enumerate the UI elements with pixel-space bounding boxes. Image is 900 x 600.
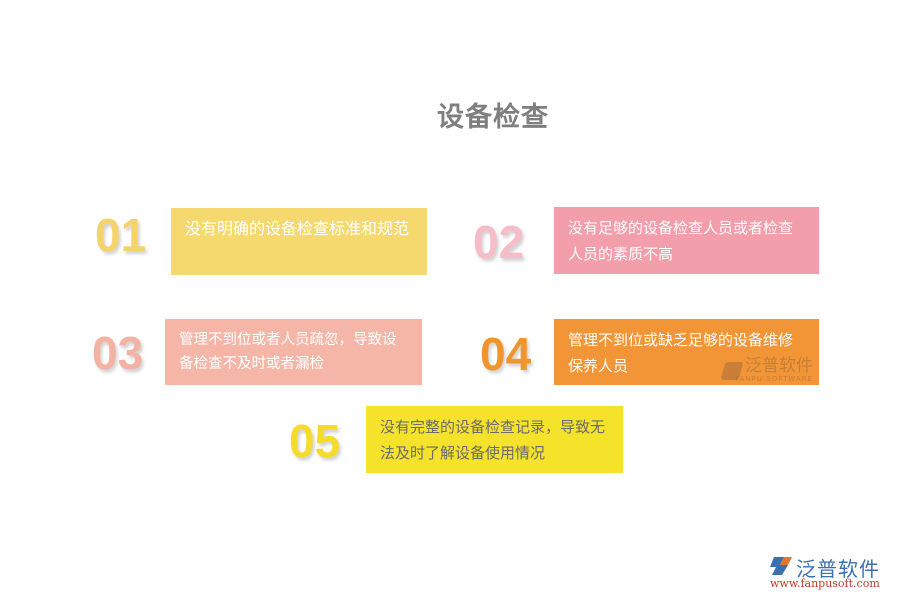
item-box-02: 没有足够的设备检查人员或者检查人员的素质不高: [554, 207, 819, 274]
brand-name: 泛普软件: [796, 557, 880, 581]
item-text-01: 没有明确的设备检查标准和规范: [185, 219, 410, 238]
brand-url: www.fanpusoft.com: [770, 577, 880, 590]
brand-logo-icon: [770, 557, 792, 575]
page-title: 设备检查: [437, 102, 549, 133]
item-number-04: 04: [480, 328, 532, 380]
item-text-02: 没有足够的设备检查人员或者检查人员的素质不高: [568, 219, 794, 263]
item-text-03: 管理不到位或者人员疏忽，导致设备检查不及时或者漏检: [179, 332, 397, 372]
item-box-05: 没有完整的设备检查记录，导致无法及时了解设备使用情况: [366, 406, 623, 473]
item-box-01: 没有明确的设备检查标准和规范: [171, 208, 427, 275]
watermark: 泛普软件 FANPU SOFTWARE: [735, 356, 813, 383]
item-number-01: 01: [95, 209, 147, 261]
item-text-04: 管理不到位或缺乏足够的设备维修保养人员: [568, 331, 794, 375]
item-text-05: 没有完整的设备检查记录，导致无法及时了解设备使用情况: [380, 418, 606, 462]
item-box-03: 管理不到位或者人员疏忽，导致设备检查不及时或者漏检: [165, 319, 422, 385]
brand-logo: 泛普软件 www.fanpusoft.com: [770, 553, 895, 593]
item-box-04: 管理不到位或缺乏足够的设备维修保养人员 泛普软件 FANPU SOFTWARE: [554, 319, 819, 385]
item-number-05: 05: [289, 415, 341, 467]
item-number-03: 03: [92, 327, 144, 379]
item-number-02: 02: [473, 216, 525, 268]
